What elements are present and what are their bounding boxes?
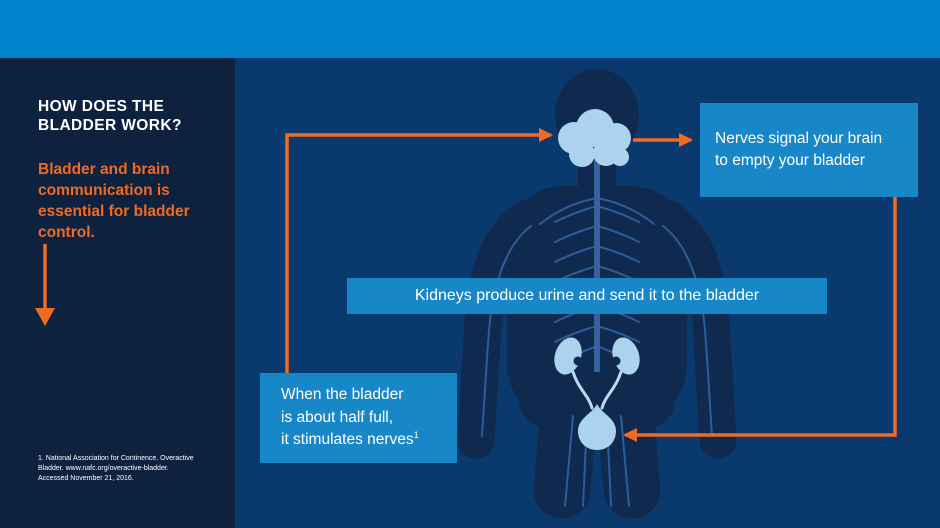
callout-text-line: to empty your bladder bbox=[715, 152, 865, 169]
kidney-notches bbox=[573, 356, 621, 366]
diagram-area: Nerves signal your brain to empty your b… bbox=[235, 58, 940, 528]
title-line: BLADDER WORK? bbox=[38, 116, 182, 134]
callout-bladder-half-full: When the bladder is about half full, it … bbox=[260, 373, 457, 463]
footnote-line: 1. National Association for Continence. … bbox=[38, 455, 194, 462]
brain-organ bbox=[558, 109, 631, 167]
footnote: 1. National Association for Continence. … bbox=[38, 454, 194, 484]
ureters bbox=[571, 370, 623, 410]
callout-text-line: When the bladder bbox=[281, 385, 404, 403]
page-title: HOW DOES THE BLADDER WORK? bbox=[38, 98, 182, 135]
intro-line: essential for bladder bbox=[38, 203, 190, 221]
intro-line: control. bbox=[38, 224, 95, 242]
down-arrow-icon bbox=[35, 244, 55, 326]
footnote-line: Bladder. www.nafc.org/overactive-bladder… bbox=[38, 465, 169, 473]
footnote-line: Accessed November 21, 2016. bbox=[38, 475, 134, 483]
intro-line: communication is bbox=[38, 182, 170, 200]
sidebar: HOW DOES THE BLADDER WORK? Bladder and b… bbox=[0, 58, 235, 528]
title-line: HOW DOES THE bbox=[38, 98, 165, 115]
callout-kidneys-produce-urine: Kidneys produce urine and send it to the… bbox=[347, 278, 827, 314]
callout-nerves-signal-brain: Nerves signal your brain to empty your b… bbox=[700, 103, 918, 197]
top-brand-bar bbox=[0, 0, 940, 58]
intro-line: Bladder and brain bbox=[38, 161, 170, 178]
footnote-marker: 1 bbox=[413, 430, 419, 441]
callout-text-line: it stimulates nerves1 bbox=[281, 430, 419, 449]
intro-text: Bladder and brain communication is essen… bbox=[38, 159, 190, 243]
callout-text-line: Nerves signal your brain bbox=[715, 129, 883, 147]
callout-text-line: Kidneys produce urine and send it to the… bbox=[414, 287, 760, 304]
bladder-organ bbox=[578, 404, 616, 450]
callout-text-line: is about half full, bbox=[281, 408, 394, 426]
